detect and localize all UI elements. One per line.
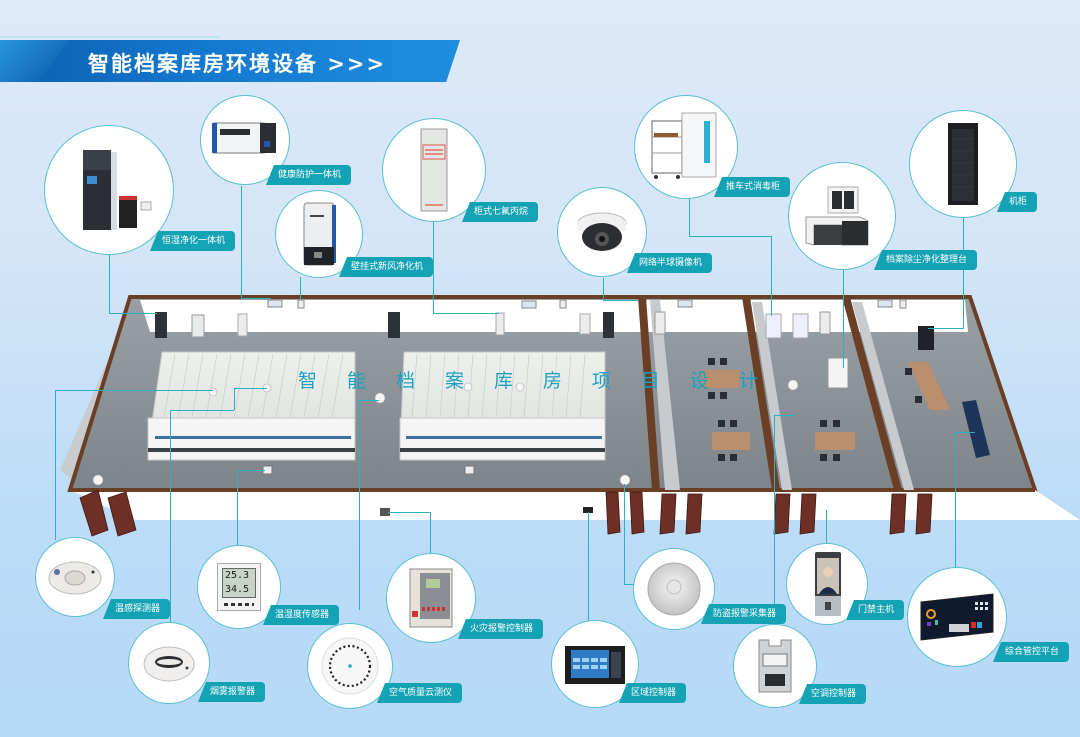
watermark-char: 案 [444,370,464,392]
watermark-char: 房 [542,370,562,392]
desk [703,370,739,388]
header-decor-line [0,36,220,38]
watermark-char: 能 [346,370,366,392]
sensor-buttons [224,603,254,606]
device-image [307,623,393,709]
watermark-char: 智 [298,370,318,392]
device-label: 空气质量云测仪 [377,683,463,703]
device-label: 推车式消毒柜 [714,177,791,197]
device-label: 防盗报警采集器 [701,604,787,624]
gas-extinguisher-cabinet-icon [420,128,448,212]
ac-controller-icon [758,639,792,693]
air-quality-monitor-icon [321,637,379,695]
device-label: 温感探测器 [103,599,171,619]
face-recognition-terminal-icon [815,552,841,616]
heat-detector-icon [48,561,102,595]
desk [908,362,950,410]
device-image [44,125,174,255]
server-cabinet-icon [948,123,978,205]
device-image [786,543,868,625]
device-label: 网络半球摄像机 [627,253,713,273]
device-label: 健康防护一体机 [266,165,352,185]
watermark-char: 档 [395,370,415,392]
floor-plan-watermark: 智 能 档 案 库 房 项 目 设 计 [298,366,758,393]
humidity-purifier-icon [83,150,152,230]
control-platform-screen-icon [920,593,994,641]
dome-camera-icon [577,212,627,251]
chairs [708,358,922,461]
shelving-handles [155,436,602,439]
dust-purify-desk-icon [805,186,869,246]
health-protection-icon [212,122,276,154]
smoke-alarm-icon [143,646,195,682]
device-label: 烟雾报警器 [198,682,266,702]
device-label: 温湿度传感器 [263,605,340,625]
zone-controller-icon [565,646,625,684]
device-label: 壁挂式新风净化机 [339,257,434,277]
device-image [386,553,476,643]
disinfection-cabinet-icon [651,112,717,179]
sensor-display: 25.3 34.5 [222,568,256,598]
device-label: 柜式七氟丙烷 [462,202,539,222]
page-title: 智能档案库房环境设备 >>> [88,52,387,76]
shelving-slats [163,353,586,419]
front-wall [70,490,1080,520]
device-image [557,187,647,277]
device-label: 门禁主机 [846,600,905,620]
doors [79,489,933,537]
fire-alarm-controller-icon [409,568,453,628]
device-image [788,162,896,270]
device-image [128,622,210,704]
device-image [909,110,1017,218]
fresh-air-purifier-icon [303,202,336,266]
device-label: 火灾报警控制器 [458,619,544,639]
device-label: 区域控制器 [619,683,687,703]
temperature-reading: 25.3 [225,570,250,581]
humidity-reading: 34.5 [225,584,250,595]
device-label: 机柜 [997,192,1038,212]
device-label: 档案除尘净化整理台 [874,250,978,270]
watermark-char: 目 [640,370,660,392]
header-banner [0,40,460,82]
watermark-char: 项 [591,370,611,392]
sensor-body: 25.3 34.5 [217,563,261,611]
watermark-char: 设 [689,370,709,392]
desk-group [703,362,950,450]
anti-theft-sensor-icon [647,562,701,616]
watermark-char: 计 [738,370,758,392]
device-label: 恒湿净化一体机 [150,231,236,251]
watermark-char: 库 [493,370,513,392]
device-image [200,95,290,185]
device-label: 综合管控平台 [993,642,1070,662]
desk [815,432,855,450]
desk [712,432,750,450]
device-image [733,624,817,708]
device-image [382,118,486,222]
partition-walls [638,297,914,490]
device-image [907,567,1007,667]
device-label: 空调控制器 [799,684,867,704]
device-image [633,548,715,630]
device-image [551,620,639,708]
device-image [634,95,738,199]
device-image [35,537,115,617]
